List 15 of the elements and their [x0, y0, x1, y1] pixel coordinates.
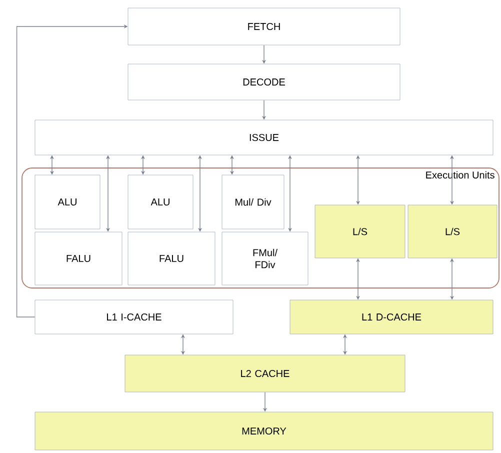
unit-box: ALU	[34, 174, 100, 230]
stage-box: L2 CACHE	[124, 354, 406, 392]
unit-box: Mul/ Div	[222, 174, 284, 230]
unit-box: FALU	[34, 232, 122, 286]
unit-box: FALU	[128, 232, 216, 286]
stage-box: ISSUE	[34, 120, 494, 156]
unit-box: ALU	[128, 174, 194, 230]
unit-box: L/S	[408, 204, 498, 258]
unit-box: FMul/ FDiv	[222, 232, 308, 286]
stage-box: MEMORY	[34, 412, 494, 450]
stage-box: L1 D-CACHE	[290, 300, 494, 334]
stage-box: DECODE	[128, 64, 400, 100]
unit-box: L/S	[314, 204, 406, 258]
stage-box: FETCH	[128, 8, 400, 46]
stage-box: L1 I-CACHE	[34, 300, 234, 334]
